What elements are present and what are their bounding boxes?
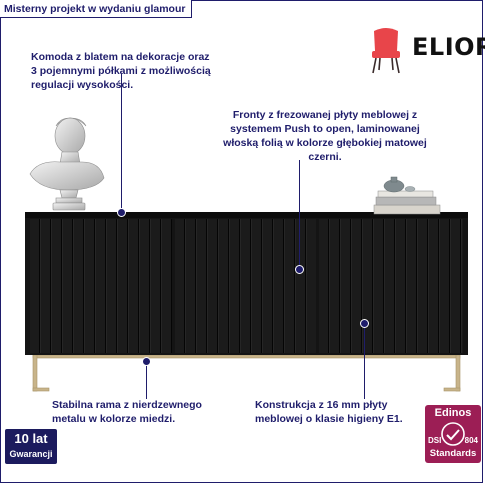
cabinet-door-left [30,219,172,353]
sideboard-illustration [25,212,468,395]
callout-metal-frame: Stabilna rama z nierdzewnego metalu w ko… [52,399,202,425]
books-vase-decoration [373,176,441,215]
marker-dot-construction [360,319,369,328]
cabinet-body [25,212,468,355]
badge-emblem-icon [441,422,465,446]
edinos-subtitle: Standards [429,448,477,459]
callout-top-storage: Komoda z blatem na dekoracje oraz 3 poje… [31,51,211,91]
edinos-title: Edinos [434,407,472,419]
edinos-right-mark: 804 [464,436,478,445]
warranty-years: 10 lat [14,431,48,446]
cabinet-top [25,212,468,218]
cabinet-door-right [319,219,463,353]
cabinet-door-center [175,219,316,353]
marker-dot-top [117,208,126,217]
warranty-badge: 10 lat Gwarancji [5,429,57,464]
callout-construction: Konstrukcja z 16 mm płyty meblowej o kla… [255,399,403,425]
warranty-label: Gwarancji [9,449,53,459]
brand-name: ELIOR [412,33,485,61]
leader-line-fronts [299,160,300,266]
marker-dot-frame [142,357,151,366]
callout-fronts: Fronty z frezowanej płyty meblowej z sys… [223,109,427,163]
leader-line-frame [146,364,147,399]
brand-chair-icon [372,28,400,74]
edinos-left-mark: DSI [428,436,442,445]
metal-frame-base [32,355,461,392]
leader-line-construction [364,327,365,399]
edinos-standards-badge: Edinos DSI 804 Standards [425,405,481,463]
bust-decoration [29,117,105,211]
marker-dot-fronts [295,265,304,274]
page-title: Misterny projekt w wydaniu glamour [0,0,193,18]
leader-line-top [121,74,122,210]
